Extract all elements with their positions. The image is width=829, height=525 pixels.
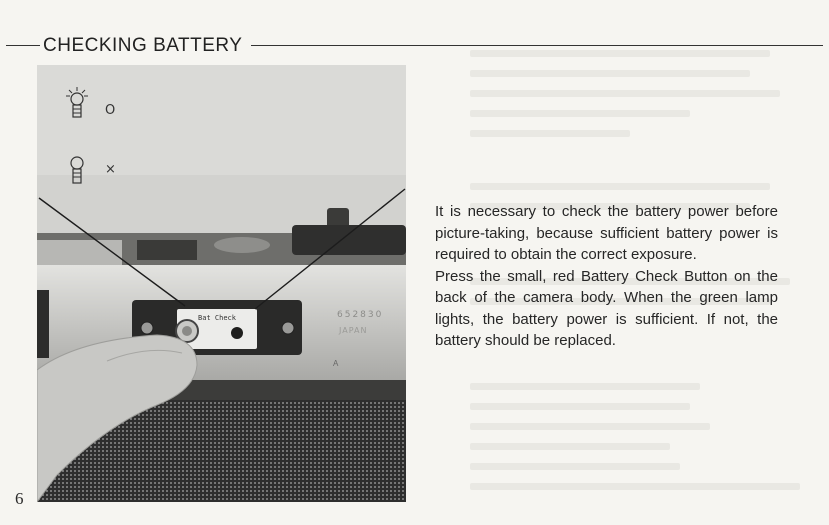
lamp-unlit-icon <box>70 156 84 184</box>
header-rule-right <box>251 45 823 46</box>
lamp-lit-icon <box>66 87 88 118</box>
serial-number: 652830 <box>337 310 383 320</box>
camera-photo: Bat Check 652830 JAPAN A O × <box>37 65 406 502</box>
panel-label: Bat Check <box>198 314 237 322</box>
lamp-lit-mark: O <box>105 103 116 118</box>
page-title: CHECKING BATTERY <box>43 35 243 56</box>
page-number: 6 <box>15 489 24 508</box>
paragraph-check-button: Press the small, red Battery Check Butto… <box>435 267 778 350</box>
header-rule-left <box>6 45 40 46</box>
paragraph-exposure: It is necessary to check the battery pow… <box>435 203 778 263</box>
origin-label: JAPAN <box>338 326 367 335</box>
body-text: It is necessary to check the battery pow… <box>435 201 778 352</box>
film-speed-mark: A <box>333 359 339 368</box>
camera-illustration: Bat Check 652830 JAPAN A <box>37 65 406 502</box>
lamp-unlit-mark: × <box>105 162 116 177</box>
